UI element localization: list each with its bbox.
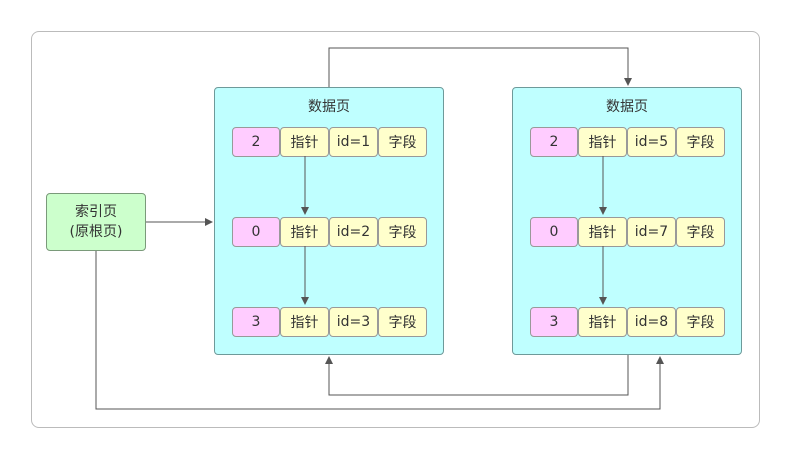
record-field-cell: 字段 (378, 307, 427, 337)
record-num-cell: 3 (530, 307, 578, 337)
record-id-cell: id=1 (329, 127, 378, 157)
record-num-cell: 0 (530, 217, 578, 247)
record-id-cell: id=8 (627, 307, 676, 337)
record-pointer-cell: 指针 (578, 127, 627, 157)
record-id-cell: id=2 (329, 217, 378, 247)
record-pointer-cell: 指针 (578, 307, 627, 337)
arrow-page1-to-page2-top (328, 47, 632, 87)
record-field-cell: 字段 (378, 217, 427, 247)
record-field-cell: 字段 (676, 127, 725, 157)
record-field-cell: 字段 (676, 217, 725, 247)
record-pointer-cell: 指针 (578, 217, 627, 247)
index-page-sublabel: (原根页) (69, 224, 123, 240)
record-id-cell: id=7 (627, 217, 676, 247)
record-num-cell: 3 (232, 307, 280, 337)
data-page-title: 数据页 (606, 99, 648, 115)
record-pointer-cell: 指针 (280, 127, 329, 157)
record-field-cell: 字段 (676, 307, 725, 337)
arrow-page2-to-page1-bottom (325, 355, 629, 396)
record-num-cell: 2 (232, 127, 280, 157)
arrow-index-to-page2 (95, 251, 664, 410)
index-page: 索引页 (原根页) (46, 193, 146, 251)
record-pointer-cell: 指针 (280, 217, 329, 247)
data-page-title: 数据页 (308, 99, 350, 115)
record-num-cell: 0 (232, 217, 280, 247)
record-num-cell: 2 (530, 127, 578, 157)
record-field-cell: 字段 (378, 127, 427, 157)
diagram-frame (31, 31, 760, 428)
record-id-cell: id=5 (627, 127, 676, 157)
index-page-label: 索引页 (75, 204, 117, 220)
record-pointer-cell: 指针 (280, 307, 329, 337)
record-id-cell: id=3 (329, 307, 378, 337)
